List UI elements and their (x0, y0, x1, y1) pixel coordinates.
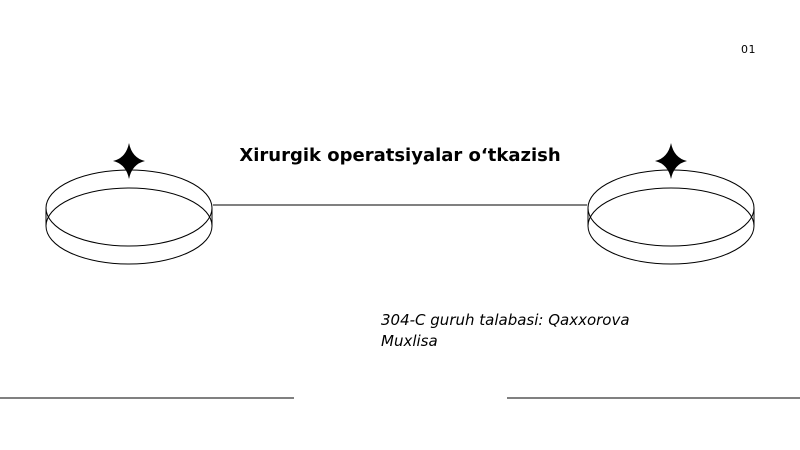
slide-title: Xirurgik operatsiyalar o‘tkazish (239, 145, 561, 166)
left-ring-icon (45, 169, 213, 265)
left-star-icon (113, 143, 145, 179)
slide-number: 01 (741, 43, 756, 56)
right-star-icon (655, 143, 687, 179)
slide-subtitle: 304-C guruh talabasi: Qaxxorova Muxlisa (381, 311, 630, 350)
right-ring-icon (587, 169, 755, 265)
